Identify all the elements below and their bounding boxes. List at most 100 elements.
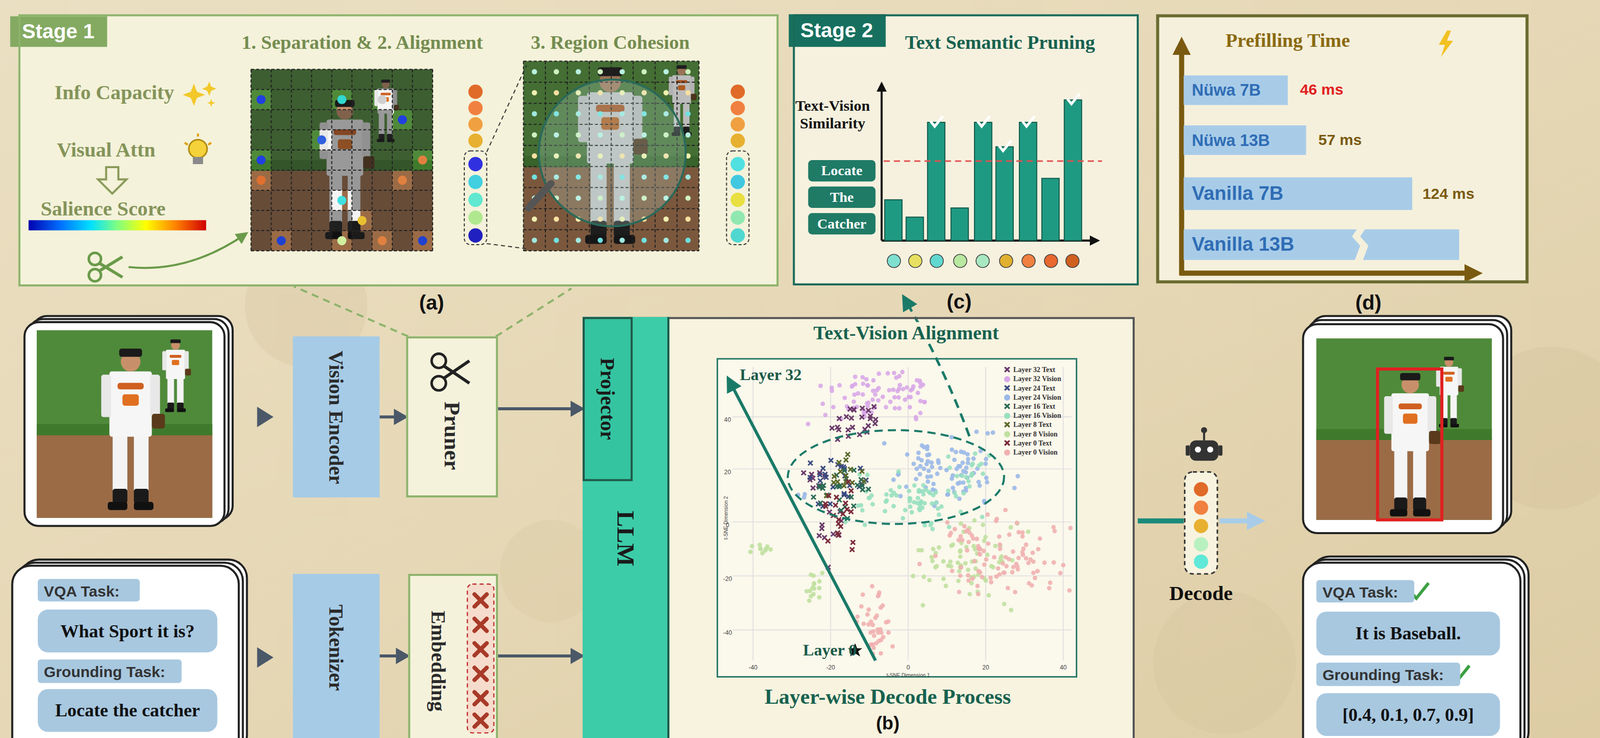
scatter-point <box>958 565 964 571</box>
grid-line <box>250 250 433 252</box>
token-dot <box>730 117 745 132</box>
scatter-point <box>873 392 878 397</box>
output-image <box>1306 320 1507 530</box>
decode-stage <box>1189 440 1219 461</box>
bar <box>974 122 992 241</box>
scatter-point <box>876 592 881 598</box>
legend-row: Layer 16 Vision <box>1004 410 1062 421</box>
token-dot <box>887 254 901 268</box>
player <box>176 402 184 410</box>
scatter-point <box>1061 563 1066 568</box>
scatter-point <box>825 538 830 544</box>
text-holder: Text Semantic Pruning <box>905 31 1095 55</box>
scatter-point <box>911 574 916 579</box>
legend-row: Layer 24 Text <box>1004 383 1062 393</box>
scatter-point <box>886 630 891 636</box>
scatter-point <box>1001 601 1007 607</box>
scatter-point <box>929 501 935 507</box>
cell-shade <box>412 129 433 151</box>
input-image <box>28 319 229 524</box>
scatter-point <box>829 388 834 394</box>
tsne-plot <box>903 297 970 437</box>
scatter-point <box>811 592 816 597</box>
scatter-point <box>849 495 854 500</box>
grid-line <box>250 210 433 212</box>
scatter-point <box>926 468 932 474</box>
scatter-point <box>816 595 822 600</box>
scatter-point <box>971 559 977 564</box>
scatter-point <box>965 568 971 573</box>
grid-line <box>752 367 754 661</box>
bar <box>927 122 945 241</box>
node-text: Nüwa 7B <box>1192 81 1262 100</box>
grid-line <box>523 250 699 252</box>
cell-shade <box>392 89 413 110</box>
scatter-point <box>989 580 994 585</box>
cell-shade <box>291 230 312 251</box>
token-dot <box>641 237 648 244</box>
scatter-point <box>1012 590 1018 595</box>
scatter-point <box>871 633 877 639</box>
scatter-point <box>842 468 847 474</box>
pruned-tokens <box>474 618 487 632</box>
output-image <box>1302 316 1511 534</box>
scatter-point <box>866 487 871 492</box>
scatter-point <box>909 510 915 515</box>
label-holder: 0 <box>725 513 730 532</box>
cell-shade <box>392 150 413 171</box>
player <box>1450 424 1459 428</box>
scatter-point <box>822 472 828 477</box>
scatter-point <box>844 507 850 512</box>
scatter-point <box>830 404 836 410</box>
scatter-point <box>873 417 878 423</box>
stage1-illustration <box>28 220 207 231</box>
token-dot <box>468 210 483 225</box>
cell-shade <box>250 129 271 151</box>
scatter-point <box>927 578 932 583</box>
cell-shade <box>271 190 292 211</box>
label-holder: 40 <box>724 407 732 427</box>
player <box>1450 418 1457 426</box>
cell-shade <box>372 170 393 191</box>
stage1-illustration <box>28 60 749 282</box>
legend-swatch <box>1004 431 1011 438</box>
scatter-point <box>896 406 902 411</box>
scatter-point <box>977 483 983 489</box>
task-tag: VQA Task: <box>1316 580 1415 603</box>
scatter-point <box>917 472 923 477</box>
time-bar: Nüwa 7B <box>1183 75 1288 106</box>
cell-shade <box>291 170 312 191</box>
label-holder: -20 <box>826 655 836 674</box>
scatter-point <box>936 545 942 550</box>
grid-line <box>523 229 699 231</box>
scatter-point <box>833 495 839 500</box>
flow-arrow <box>498 407 583 411</box>
scatter-point <box>920 603 926 608</box>
scatter-point <box>931 493 936 498</box>
player <box>1436 368 1441 387</box>
token-dot <box>730 100 745 115</box>
scatter-point <box>922 399 928 405</box>
scatter-point <box>965 573 971 578</box>
node-text: Pruner <box>438 401 466 471</box>
node-text: [0.4, 0.1, 0.7, 0.9] <box>1342 704 1474 726</box>
task-tag: Grounding Task: <box>1316 662 1460 687</box>
cell-shade <box>331 150 353 171</box>
scatter-point <box>1048 580 1053 586</box>
token-dot <box>663 237 669 244</box>
scatter-point <box>991 565 996 570</box>
scatter-point <box>835 530 841 536</box>
cell-shade <box>311 89 332 110</box>
scatter-point <box>915 496 921 501</box>
scatter-point <box>855 614 860 620</box>
scatter-point <box>849 488 854 494</box>
cell-shade <box>271 89 292 110</box>
legend-row: Layer 0 Vision <box>1004 447 1062 457</box>
scatter-point <box>958 534 963 539</box>
scatter-point <box>758 546 763 552</box>
token-dot <box>531 68 538 75</box>
text-holder: (b) <box>875 713 900 735</box>
legend-text: Layer 16 Text <box>1013 402 1056 411</box>
pruned-tokens <box>474 643 487 656</box>
scatter-point <box>921 466 927 472</box>
